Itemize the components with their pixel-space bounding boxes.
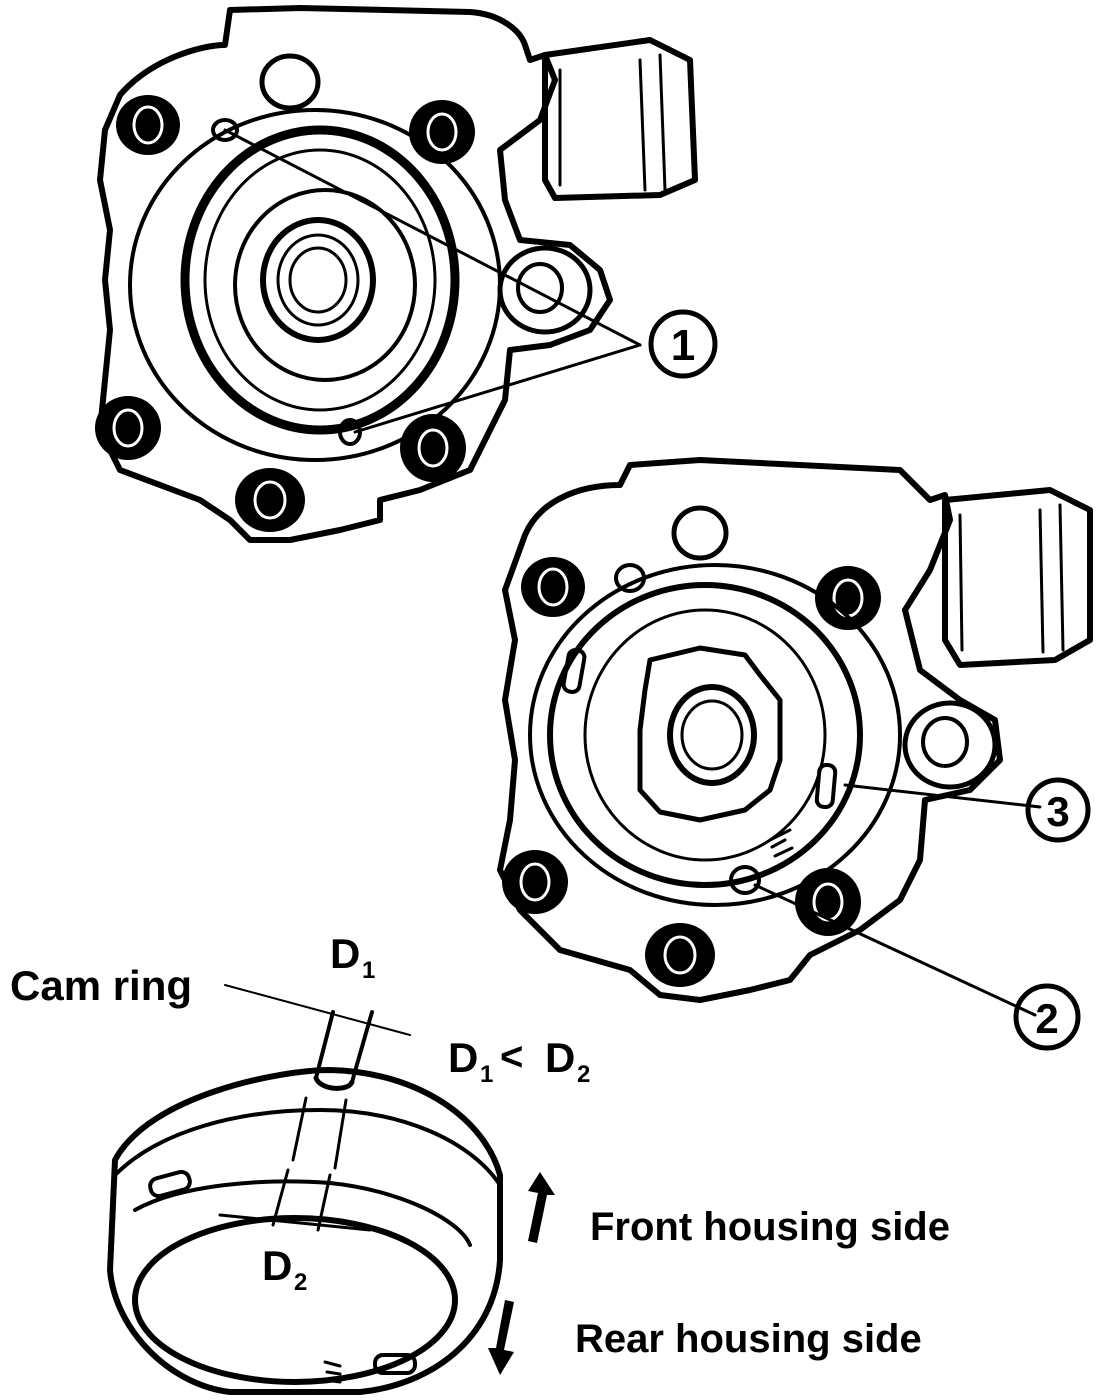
arrow-up-icon xyxy=(528,1172,555,1243)
cam-ring-label: Cam ring xyxy=(10,962,192,1009)
callout-1: 1 xyxy=(648,309,718,379)
callout-2: 2 xyxy=(1013,983,1081,1051)
svg-text:D: D xyxy=(330,930,360,977)
inequality-label: D 1 < D 2 xyxy=(448,1034,590,1088)
svg-text:1: 1 xyxy=(480,1061,493,1088)
svg-text:2: 2 xyxy=(1035,995,1058,1042)
svg-text:D: D xyxy=(545,1034,575,1081)
arrow-down-icon xyxy=(488,1300,514,1375)
callout-3: 3 xyxy=(1025,777,1091,843)
cam-ring-illustration xyxy=(107,984,503,1395)
front-housing-side-label: Front housing side xyxy=(590,1205,950,1249)
svg-text:D: D xyxy=(262,1242,292,1289)
rear-housing-illustration xyxy=(497,457,1093,1017)
svg-text:D: D xyxy=(448,1034,478,1081)
svg-text:<: < xyxy=(500,1035,523,1079)
front-housing-illustration xyxy=(95,5,698,543)
svg-text:1: 1 xyxy=(362,957,375,984)
svg-text:3: 3 xyxy=(1046,788,1069,835)
svg-text:1: 1 xyxy=(671,321,695,370)
d2-label: D 2 xyxy=(262,1242,307,1296)
d1-label: D 1 xyxy=(330,930,375,984)
svg-text:2: 2 xyxy=(294,1269,307,1296)
svg-text:2: 2 xyxy=(577,1061,590,1088)
rear-housing-side-label: Rear housing side xyxy=(575,1317,922,1361)
